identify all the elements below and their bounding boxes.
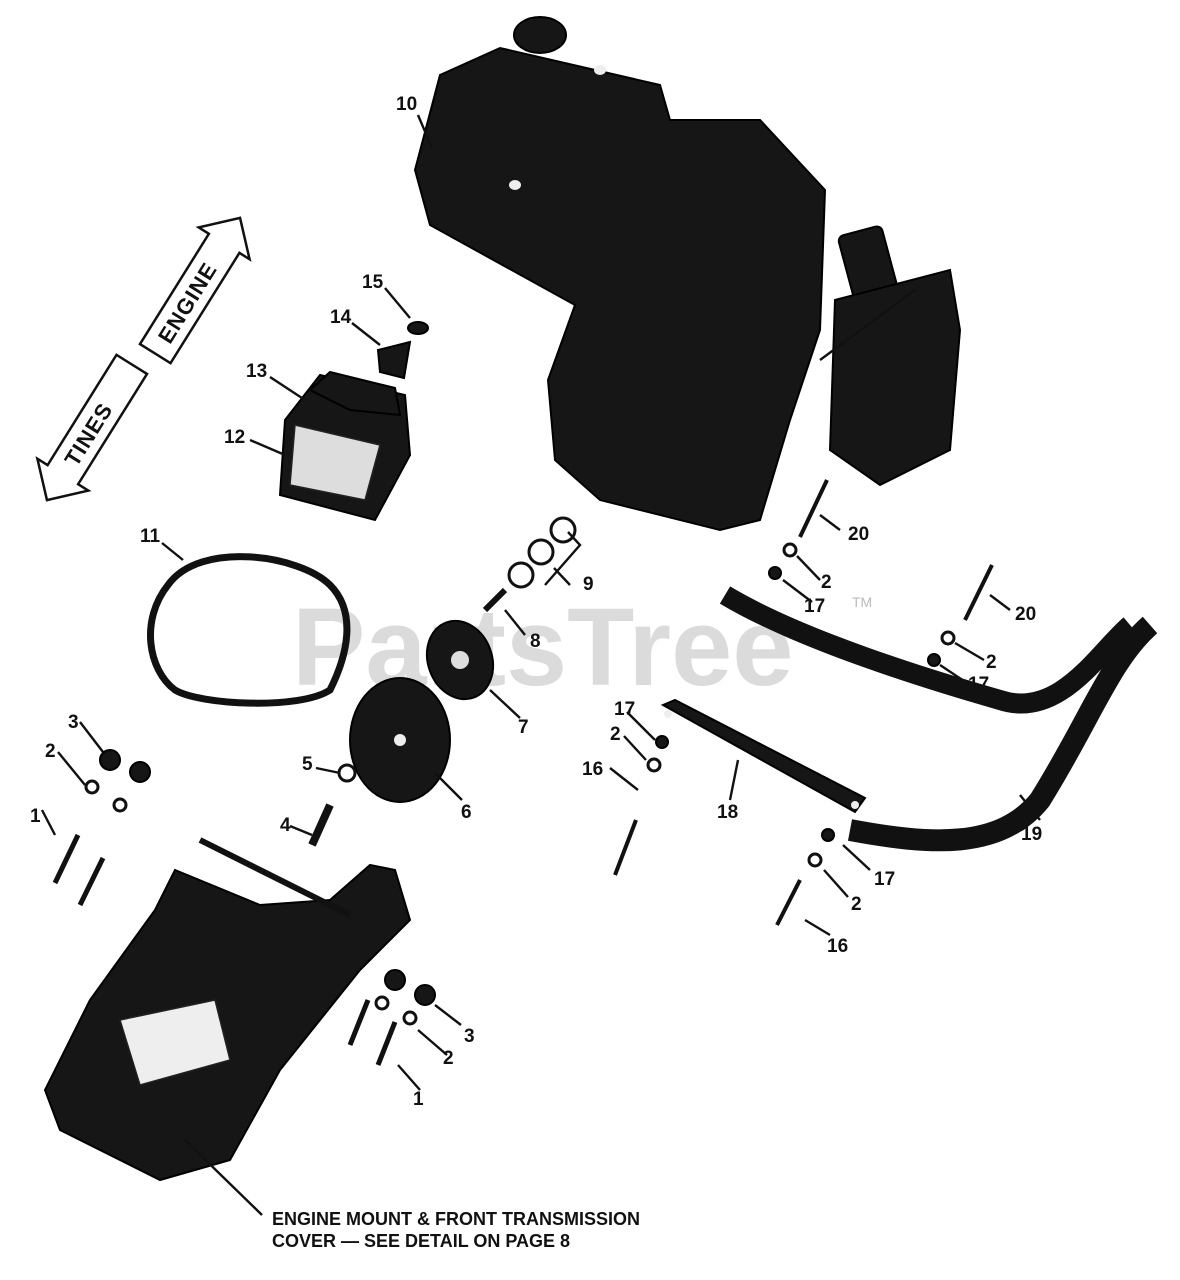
callout-20-upper: 20 <box>848 524 869 545</box>
callout-19: 19 <box>1021 824 1042 845</box>
callout-12: 12 <box>224 427 245 448</box>
key-part[interactable] <box>482 587 508 613</box>
callout-2-lower: 2 <box>851 894 862 915</box>
callout-5: 5 <box>302 754 313 775</box>
callout-20-right: 20 <box>1015 604 1036 625</box>
callout-17-middle: 17 <box>614 699 635 720</box>
callout-3-right: 3 <box>464 1026 475 1047</box>
callout-17-far-right: 17 <box>968 674 989 695</box>
lower-right-hardware[interactable] <box>775 828 835 926</box>
callout-13: 13 <box>246 361 267 382</box>
engine-mount-part[interactable] <box>43 837 412 1182</box>
callout-17-upper-right: 17 <box>804 596 825 617</box>
callout-7: 7 <box>518 717 529 738</box>
callout-1-right: 1 <box>413 1089 424 1110</box>
callout-2-middle: 2 <box>610 724 621 745</box>
washer-part-5[interactable] <box>337 763 357 783</box>
callout-3-left: 3 <box>68 712 79 733</box>
callout-2-left: 2 <box>45 741 56 762</box>
clip-part[interactable] <box>376 340 412 380</box>
left-hardware-group[interactable] <box>52 749 151 907</box>
callout-17-lower: 17 <box>874 869 895 890</box>
callout-2-right: 2 <box>443 1048 454 1069</box>
watermark: PartsTree <box>292 586 793 709</box>
right-hardware-group[interactable] <box>347 969 436 1066</box>
bolt-part-4[interactable] <box>308 803 334 847</box>
sprocket-part[interactable] <box>416 611 504 708</box>
engine-direction-arrow: ENGINE <box>138 216 252 365</box>
callout-1-left: 1 <box>30 806 41 827</box>
trademark-symbol: TM <box>852 594 872 610</box>
callout-6: 6 <box>461 802 472 823</box>
callout-4: 4 <box>280 815 291 836</box>
callout-14: 14 <box>330 307 352 328</box>
guard-bracket-part[interactable] <box>308 370 402 417</box>
note-line-1: ENGINE MOUNT & FRONT TRANSMISSION <box>272 1209 640 1229</box>
callout-11: 11 <box>140 526 161 547</box>
pulley-part[interactable] <box>349 677 451 803</box>
middle-hardware[interactable] <box>613 735 669 876</box>
screw-part-15[interactable] <box>407 321 429 335</box>
spacer-rings-part[interactable] <box>507 516 577 589</box>
callout-2-far-right: 2 <box>986 652 997 673</box>
belt-part[interactable] <box>147 553 351 707</box>
callout-9: 9 <box>583 574 594 595</box>
callout-2-upper-right: 2 <box>821 572 832 593</box>
tines-direction-arrow: TINES <box>35 353 149 502</box>
support-bar-part[interactable] <box>660 698 867 814</box>
callout-10: 10 <box>396 94 417 115</box>
handlebar-part[interactable] <box>847 616 1158 852</box>
callout-labels: 10 15 14 13 12 11 9 8 7 6 5 4 3 2 1 3 2 … <box>30 94 1042 1110</box>
engine-part[interactable] <box>413 16 962 532</box>
callout-15: 15 <box>362 272 384 293</box>
callout-8: 8 <box>530 631 541 652</box>
upper-right-hardware[interactable] <box>768 479 994 667</box>
callout-18: 18 <box>717 802 738 823</box>
callout-16-middle: 16 <box>582 759 603 780</box>
callout-16-lower: 16 <box>827 936 848 957</box>
handlebar-rail-part[interactable] <box>719 586 1137 714</box>
note-line-2: COVER — SEE DETAIL ON PAGE 8 <box>272 1231 570 1251</box>
leader-lines <box>40 114 1041 1216</box>
